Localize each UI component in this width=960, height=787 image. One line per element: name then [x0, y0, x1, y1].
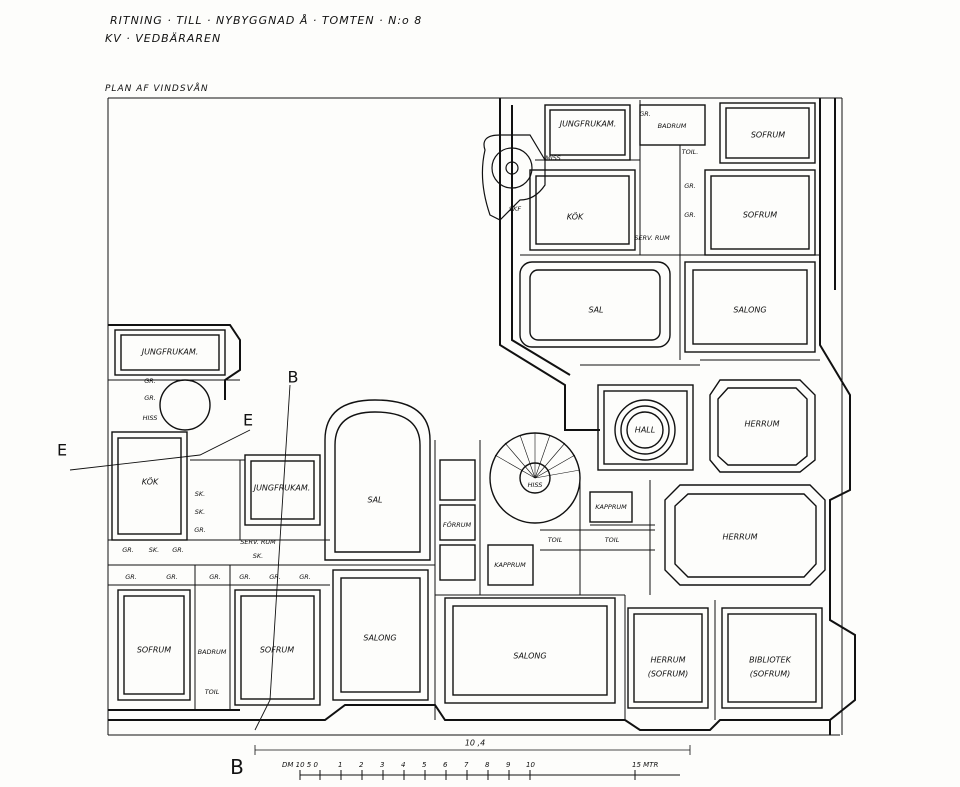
scale-tick-1: 1 — [338, 761, 343, 769]
room-gr-b2: GR. — [172, 546, 184, 554]
plot-boundary — [107, 97, 843, 736]
section-mark-e-right: E — [242, 410, 254, 430]
dimension-line — [254, 745, 691, 755]
room-sofrum-top1: SOFRUM — [750, 130, 786, 140]
room-sk-bottom: SK. — [252, 552, 264, 560]
scale-tick-4: 4 — [401, 761, 406, 769]
room-sk-1: SK. — [194, 490, 206, 498]
partition-walls — [108, 100, 820, 720]
scale-tick-7: 7 — [464, 761, 469, 769]
section-mark-b-bottom: B — [230, 755, 244, 779]
room-kapprum-1: KAPPRUM — [595, 503, 627, 511]
dimension-label: 10 ,4 — [464, 738, 486, 748]
room-badrum-left: BADRUM — [197, 648, 227, 656]
room-toil-left: TOIL — [204, 688, 220, 696]
section-lines — [69, 384, 291, 731]
room-salong-mid: SALONG — [513, 651, 547, 661]
drawing-subtitle: KV · VEDBÄRAREN — [105, 32, 222, 45]
room-gr-row-4: GR. — [269, 573, 281, 581]
section-mark-b-top: B — [287, 367, 299, 387]
room-salong-left: SALONG — [363, 633, 397, 643]
room-gr-left-3: GR. — [194, 526, 206, 534]
scale-tick-9: 9 — [506, 761, 511, 769]
scale-tick-3: 3 — [380, 761, 385, 769]
room-sk-b1: SK. — [148, 546, 160, 554]
room-badrum-top: BADRUM — [657, 122, 687, 130]
room-sal-mid: SAL — [367, 495, 383, 505]
room-gr-b1: GR. — [122, 546, 134, 554]
room-jungfrukam-top: JUNGFRUKAM. — [559, 119, 617, 129]
stair-steps — [494, 433, 581, 479]
room-bibliotek-sub: (SOFRUM) — [749, 669, 791, 679]
room-servrum-left: SERV. RUM — [240, 538, 276, 546]
scale-tick-6: 6 — [443, 761, 448, 769]
room-gr-1: GR. — [639, 110, 651, 118]
room-outlines — [111, 102, 826, 709]
room-sal-top: SAL — [588, 305, 604, 315]
room-gr-row-3: GR. — [239, 573, 251, 581]
room-sofrum-top2: SOFRUM — [742, 210, 778, 220]
room-kapprum-2: KAPPRUM — [494, 561, 526, 569]
room-herrum-sofrum: HERRUM — [650, 655, 686, 665]
room-toil-mid-2: TOIL — [604, 536, 620, 544]
room-bibliotek: BIBLIOTEK — [749, 655, 791, 665]
room-salong-top: SALONG — [733, 305, 767, 315]
room-skf: SKF — [508, 205, 522, 213]
room-herrum-sofrum-sub: (SOFRUM) — [647, 669, 689, 679]
room-jungfrukam-mid: JUNGFRUKAM. — [253, 483, 311, 493]
room-gr-row-2: GR. — [166, 573, 178, 581]
room-toil-top: TOIL. — [681, 148, 699, 156]
room-gr-left-2: GR. — [144, 394, 156, 402]
room-hiss-left: HISS — [142, 414, 158, 422]
room-gr-row-5: GR. — [299, 573, 311, 581]
scale-start-label: DM 10 5 0 — [282, 761, 318, 769]
room-kok-left: KÖK — [141, 477, 159, 487]
scale-unit-label: 15 MTR — [632, 761, 659, 769]
outer-walls — [108, 98, 856, 735]
room-gr-2: GR. — [684, 182, 696, 190]
scale-tick-5: 5 — [422, 761, 427, 769]
drawing-title: RITNING · TILL · NYBYGGNAD Å · TOMTEN · … — [110, 14, 423, 27]
room-servrum-top: SERV. RUM — [634, 234, 670, 242]
room-toil-mid-1: TOIL — [547, 536, 563, 544]
room-miss-top: MISS — [545, 154, 561, 162]
room-jungfrukam-left: JUNGFRUKAM. — [141, 347, 199, 357]
scale-bar — [299, 770, 680, 780]
room-gr-row-6: GR. — [209, 573, 221, 581]
room-sofrum-left-2: SOFRUM — [259, 645, 295, 655]
room-hiss-mid: HISS — [527, 481, 543, 489]
scale-tick-10: 10 — [526, 761, 535, 769]
room-sofrum-left: SOFRUM — [136, 645, 172, 655]
room-kok-top: KÖK — [566, 212, 584, 222]
room-hall: HALL — [634, 425, 656, 435]
scale-tick-2: 2 — [359, 761, 364, 769]
room-herrum-2: HERRUM — [722, 532, 758, 542]
room-gr-3: GR. — [684, 211, 696, 219]
room-sk-2: SK. — [194, 508, 206, 516]
room-gr-left-1: GR. — [144, 377, 156, 385]
section-mark-e-left: E — [56, 440, 68, 460]
scale-tick-8: 8 — [485, 761, 490, 769]
room-forrum: FÖRRUM — [442, 521, 472, 529]
room-herrum-1: HERRUM — [744, 419, 780, 429]
room-gr-row-1: GR. — [125, 573, 137, 581]
plan-label: PLAN AF VINDSVÅN — [105, 84, 209, 94]
stair-top — [481, 134, 546, 221]
